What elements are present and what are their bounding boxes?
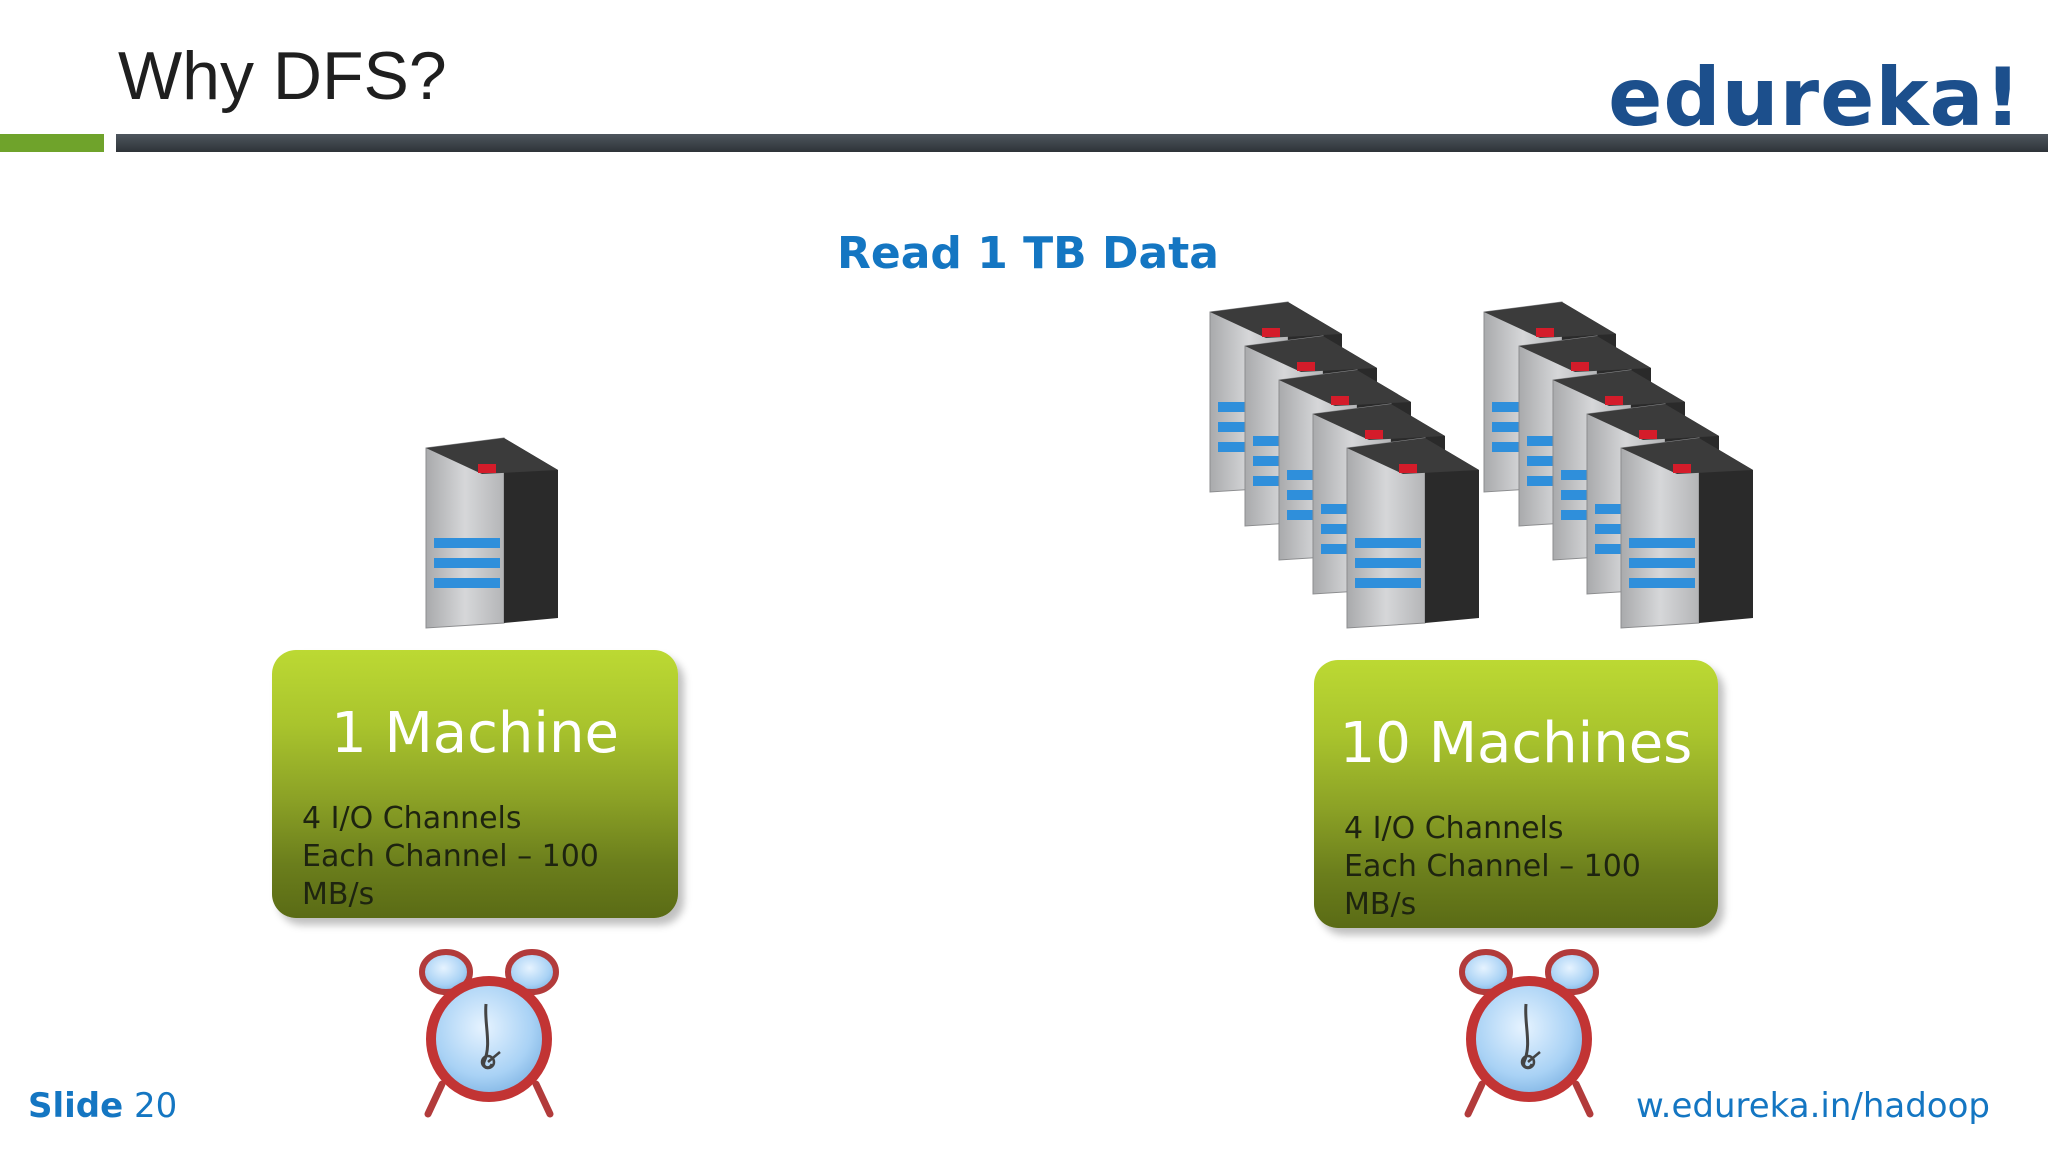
ten-machines-card: 10 Machines 4 I/O Channels Each Channel … [1314,660,1718,928]
title-rule [116,134,2048,152]
slide-label: Slide [28,1086,124,1126]
title-accent-bar [0,134,104,152]
card-title: 1 Machine [331,701,619,766]
alarm-clock-icon [1464,944,1596,1119]
server-icon [425,437,559,629]
footer-url[interactable]: w.edureka.in/hadoop [1635,1086,1990,1126]
card-io-channels: 4 I/O Channels [302,801,522,836]
card-channel-speed: Each Channel – 100 MB/s [1344,849,1641,922]
card-io-channels: 4 I/O Channels [1344,811,1564,846]
server-icon [1346,437,1480,629]
single-machine-card: 1 Machine 4 I/O Channels Each Channel – … [272,650,678,918]
alarm-clock-icon [424,944,556,1119]
slide-number: Slide 20 [28,1086,177,1126]
server-icon [1620,437,1754,629]
main-heading: Read 1 TB Data [837,228,1219,279]
slide-number-value: 20 [134,1086,178,1126]
card-channel-speed: Each Channel – 100 MB/s [302,839,599,912]
edureka-logo: edureka! [1608,51,2022,144]
card-title: 10 Machines [1339,711,1693,776]
slide-title: Why DFS? [118,38,447,114]
